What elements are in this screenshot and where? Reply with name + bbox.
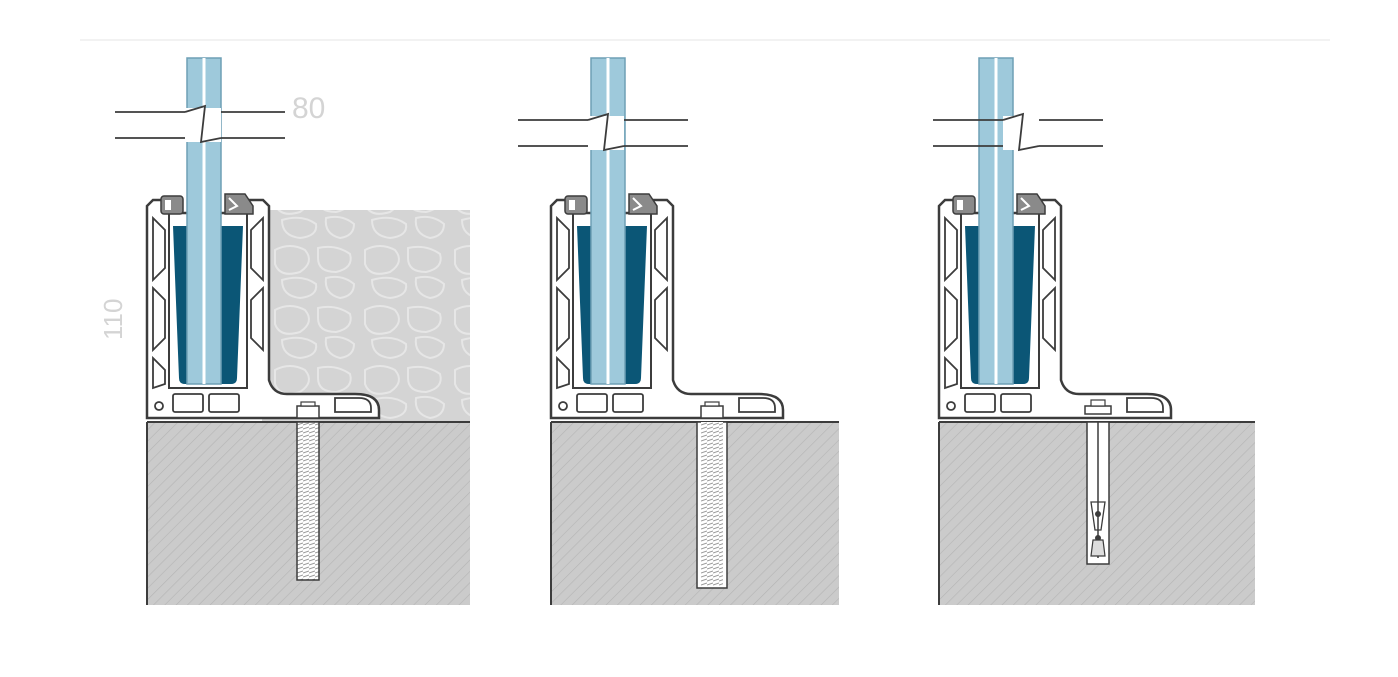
- panel-chemical-anchor: [517, 56, 839, 605]
- expansion-anchor-icon: [1084, 399, 1112, 565]
- dimension-110: 110: [98, 298, 128, 340]
- panel-core-drilled: [114, 56, 470, 605]
- dimension-80: 80: [292, 92, 326, 125]
- threaded-rod-icon: [296, 401, 320, 581]
- threaded-rod-icon: [696, 401, 728, 589]
- stone-cladding: [262, 210, 470, 422]
- panel-expansion-anchor: [932, 56, 1255, 605]
- concrete-slab: [551, 422, 839, 605]
